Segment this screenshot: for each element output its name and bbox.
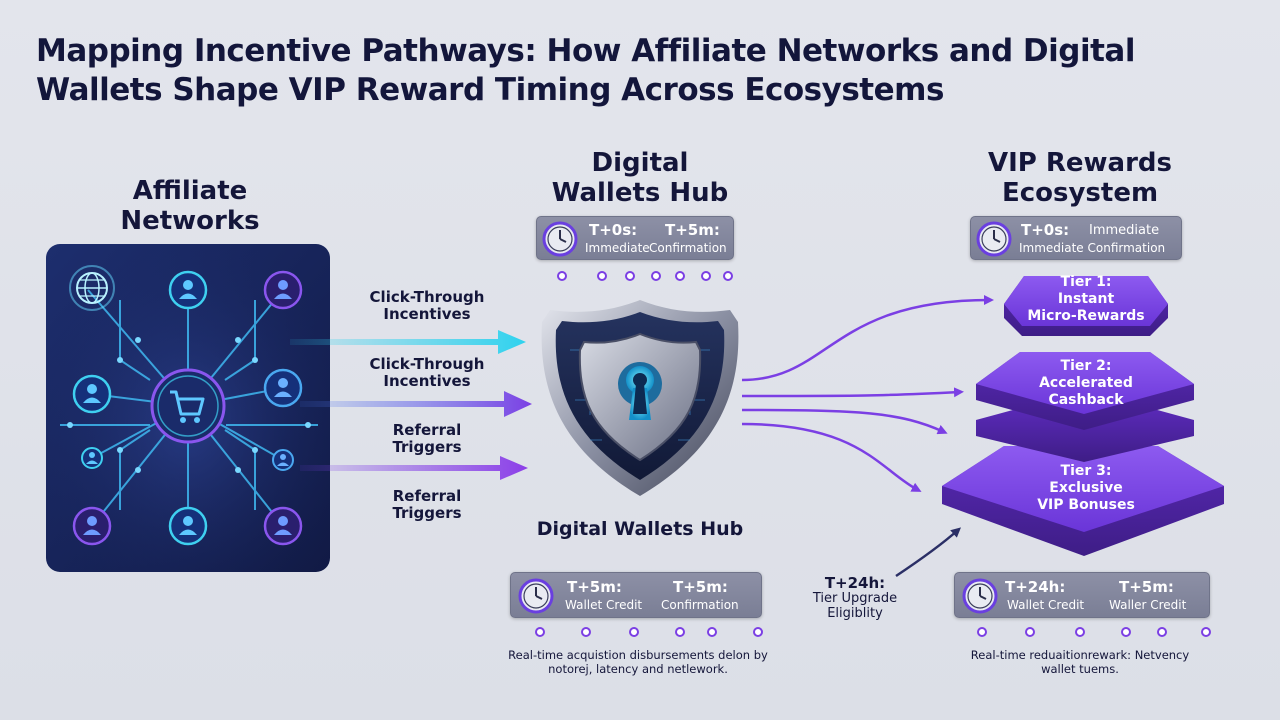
- time-caption: Confirmation: [649, 241, 727, 255]
- tier-2-slab: [976, 408, 1194, 462]
- note-line: Real-time reduaitionrewark: Netvency: [970, 648, 1190, 662]
- globe-icon: [69, 265, 115, 311]
- tier-label-line: Micro-Rewards: [1027, 308, 1145, 324]
- tier-3-shape: [942, 446, 1224, 556]
- vip-top-time-card: T+0s: Immediate Immediate Confirmation: [970, 216, 1182, 260]
- tier-label-line: Cashback: [1048, 392, 1124, 408]
- user-icon: [263, 368, 303, 408]
- user-icon: [72, 506, 112, 546]
- flow-label-line: Incentives: [383, 305, 471, 323]
- time-caption: Wallet Credit: [1007, 598, 1085, 612]
- flow-label-line: Triggers: [392, 438, 462, 456]
- flow-arrows: [290, 330, 532, 480]
- reward-flow-arrows: [741, 295, 994, 492]
- user-icon: [263, 506, 303, 546]
- time-caption: Wallet Credit: [565, 598, 643, 612]
- hub-heading: Digital Wallets Hub: [520, 148, 760, 208]
- vip-heading-line-2: Ecosystem: [1001, 178, 1159, 208]
- vip-bottom-timeline: [954, 627, 1212, 637]
- time-caption: Waller Credit: [1109, 598, 1187, 612]
- tier-1-label: Tier 1: Instant Micro-Rewards: [1006, 274, 1166, 325]
- user-icon: [263, 270, 303, 310]
- note-line: notorej, latency and netlework.: [548, 662, 728, 676]
- tier-2-label: Tier 2: Accelerated Cashback: [1006, 358, 1166, 409]
- tier-label-line: Tier 2:: [1060, 358, 1112, 374]
- clock-icon: [962, 578, 998, 614]
- affiliate-heading-line-1: Affiliate: [132, 176, 248, 206]
- time-value: T+5m:: [1119, 578, 1174, 596]
- hub-top-timeline: [538, 271, 733, 281]
- upgrade-line: Tier Upgrade: [812, 591, 898, 606]
- user-icon: [168, 506, 208, 546]
- hub-heading-line-2: Wallets Hub: [551, 178, 729, 208]
- clock-icon: [976, 221, 1012, 257]
- note-line: wallet tuems.: [1041, 662, 1119, 676]
- time-value: T+5m:: [665, 221, 720, 239]
- flow-label-line: Click-Through: [369, 288, 485, 306]
- upgrade-line: Eligiblity: [827, 606, 883, 621]
- hub-note: Real-time acquistion disbursements delon…: [488, 648, 788, 676]
- time-caption: Immediate Confirmation: [1019, 241, 1166, 255]
- user-icon: [168, 270, 208, 310]
- vip-bottom-time-card: T+24h: T+5m: Wallet Credit Waller Credit: [954, 572, 1210, 618]
- vip-note: Real-time reduaitionrewark: Netvency wal…: [950, 648, 1210, 676]
- page-title: Mapping Incentive Pathways: How Affiliat…: [36, 32, 1236, 110]
- hub-bottom-timeline: [510, 627, 763, 637]
- time-value: T+0s:: [1021, 221, 1070, 239]
- hub-bottom-time-card: T+5m: T+5m: Wallet Credit Confirmation: [510, 572, 762, 618]
- affiliate-network-panel: [46, 244, 330, 572]
- user-icon: [72, 374, 112, 414]
- affiliate-heading: Affiliate Networks: [80, 176, 300, 236]
- title-line-2: Wallets Shape VIP Reward Timing Across E…: [36, 72, 944, 108]
- user-icon: [272, 449, 294, 471]
- flow-label-line: Click-Through: [369, 355, 485, 373]
- tier-label-line: Exclusive: [1049, 480, 1123, 496]
- vip-heading-line-1: VIP Rewards: [987, 148, 1173, 178]
- flow-label-referral-2: Referral Triggers: [354, 488, 500, 522]
- flow-label-click-through-2: Click-Through Incentives: [354, 356, 500, 390]
- tier-label-line: Tier 1:: [1060, 274, 1112, 290]
- tier-label-line: VIP Bonuses: [1037, 497, 1135, 513]
- time-value: T+5m:: [567, 578, 622, 596]
- upgrade-arrow: [895, 527, 961, 578]
- clock-icon: [518, 578, 554, 614]
- title-line-1: Mapping Incentive Pathways: How Affiliat…: [36, 33, 1135, 69]
- tier-upgrade-label: T+24h: Tier Upgrade Eligiblity: [800, 574, 910, 622]
- flow-label-click-through-1: Click-Through Incentives: [354, 289, 500, 323]
- flow-label-line: Incentives: [383, 372, 471, 390]
- vip-heading: VIP Rewards Ecosystem: [960, 148, 1200, 208]
- wallet-shield-icon: [541, 300, 739, 496]
- flow-label-referral-1: Referral Triggers: [354, 422, 500, 456]
- upgrade-time: T+24h:: [824, 574, 886, 592]
- affiliate-heading-line-2: Networks: [120, 206, 260, 236]
- clock-icon: [542, 221, 578, 257]
- time-caption: Confirmation: [661, 598, 739, 612]
- user-icon: [81, 447, 103, 469]
- flow-label-line: Triggers: [392, 504, 462, 522]
- time-caption: Immediate: [1089, 223, 1160, 238]
- hub-heading-line-1: Digital: [591, 148, 689, 178]
- tier-pyramid: [942, 276, 1224, 556]
- tier-1-shape: [1004, 276, 1168, 336]
- tier-label-line: Instant: [1057, 291, 1115, 307]
- tier-label-line: Tier 3:: [1060, 463, 1112, 479]
- time-value: T+5m:: [673, 578, 728, 596]
- tier-3-label: Tier 3: Exclusive VIP Bonuses: [1006, 463, 1166, 514]
- time-value: T+0s:: [589, 221, 638, 239]
- shopping-cart-icon: [150, 368, 226, 444]
- time-caption: Immediate: [585, 241, 650, 255]
- note-line: Real-time acquistion disbursements delon…: [508, 648, 768, 662]
- tier-label-line: Accelerated: [1039, 375, 1133, 391]
- flow-label-line: Referral: [392, 421, 462, 439]
- flow-label-line: Referral: [392, 487, 462, 505]
- time-value: T+24h:: [1005, 578, 1066, 596]
- hub-top-time-card: T+0s: T+5m: Immediate Confirmation: [536, 216, 734, 260]
- tier-2-shape: [976, 352, 1194, 430]
- hub-caption: Digital Wallets Hub: [536, 518, 744, 540]
